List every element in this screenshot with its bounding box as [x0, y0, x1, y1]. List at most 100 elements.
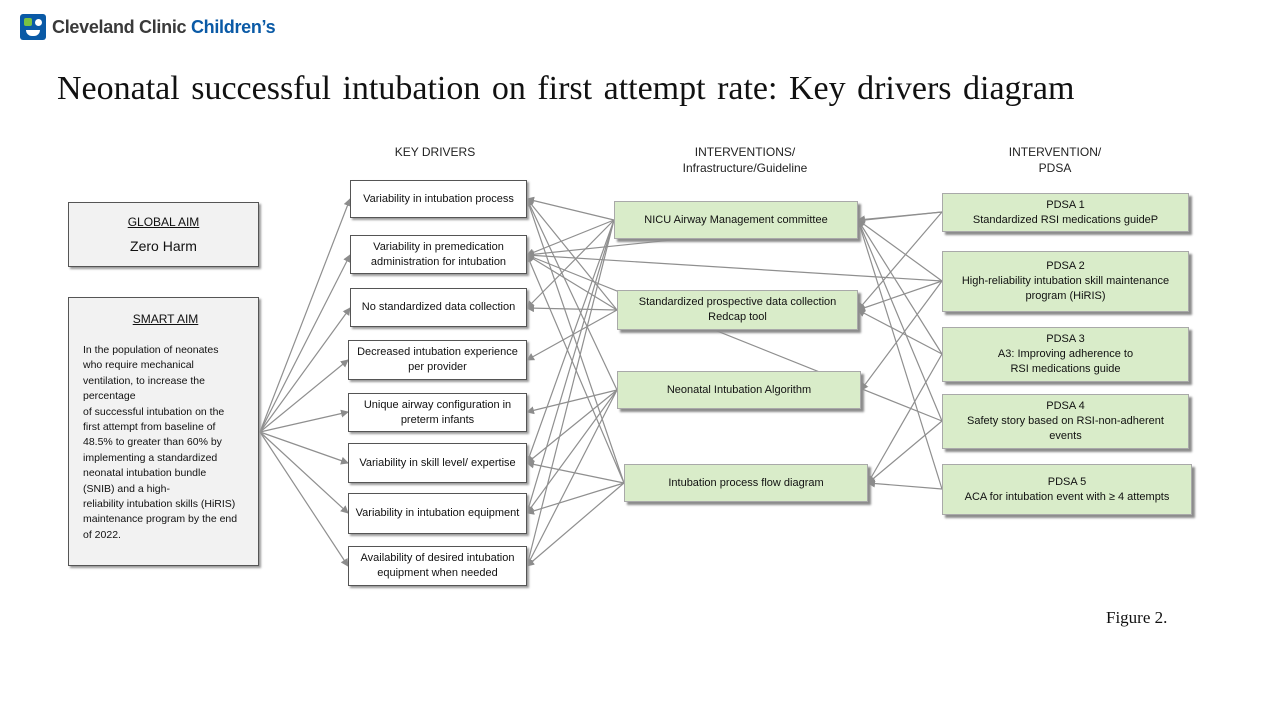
key-drivers-heading-text: KEY DRIVERS	[394, 145, 476, 159]
pdsa-box-4: PDSA 4 Safety story based on RSI-non-adhe…	[942, 394, 1189, 449]
driver-box-3: No standardized data collection	[350, 288, 527, 327]
intervention-to-driver-connector	[526, 219, 615, 309]
intervention-to-driver-connector	[526, 304, 618, 313]
intervention-to-driver-connector	[526, 254, 618, 311]
pdsa-text: Standardized RSI medications guideP	[972, 213, 1159, 226]
pdsa-to-intervention-connector	[856, 219, 943, 490]
intervention-to-driver-connector	[526, 389, 618, 415]
driver-box-7: Variability in intubation equipment	[348, 493, 527, 534]
intervention-to-driver-connector	[526, 254, 625, 484]
pdsa-title: PDSA 1	[1046, 198, 1085, 211]
pdsa-to-intervention-connector	[857, 219, 943, 355]
driver-box-5: Unique airway configuration in preterm i…	[348, 393, 527, 432]
aim-to-driver-connector	[259, 431, 349, 465]
aim-to-driver-connector	[259, 431, 349, 514]
intervention-label: Neonatal Intubation Algorithm	[666, 383, 812, 396]
pdsa-heading-line2: PDSA	[1038, 161, 1072, 175]
driver-label: Variability in skill level/ expertise	[359, 456, 516, 469]
global-aim-text: Zero Harm	[130, 238, 197, 254]
pdsa-to-intervention-connector	[867, 353, 943, 484]
pdsa-to-intervention-connector	[867, 420, 943, 484]
pdsa-title: PDSA 3	[1046, 333, 1085, 345]
pdsa-to-intervention-connector	[860, 280, 943, 391]
pdsa-text: High-reliability intubation skill mainte…	[961, 275, 1170, 302]
driver-box-8: Availability of desired intubation equip…	[348, 546, 527, 586]
pdsa-to-intervention-connector	[857, 211, 943, 311]
pdsa-text: Safety story based on RSI-non-adherent e…	[967, 415, 1164, 442]
interventions-heading-line1: INTERVENTIONS/	[694, 145, 796, 159]
logo-name-part1: Cleveland Clinic	[52, 16, 187, 37]
driver-label: Unique airway configuration in preterm i…	[363, 398, 512, 426]
logo-text: Cleveland Clinic Children’s	[52, 16, 276, 38]
page-title: Neonatal successful intubation on first …	[57, 70, 1075, 107]
pdsa-to-intervention-connector	[857, 219, 943, 282]
intervention-label: Standardized prospective data collection…	[638, 296, 837, 323]
logo: Cleveland Clinic Children’s	[20, 13, 276, 41]
pdsa-box-1: PDSA 1 Standardized RSI medications guide…	[942, 193, 1189, 232]
global-aim-box: GLOBAL AIM Zero Harm	[68, 202, 259, 267]
column-heading-pdsa: INTERVENTION/PDSA	[980, 144, 1130, 176]
driver-label: Variability in premedication administrat…	[370, 240, 507, 268]
intervention-to-driver-connector	[526, 219, 615, 257]
intervention-box-1: NICU Airway Management committee	[614, 201, 858, 239]
driver-box-2: Variability in premedication administrat…	[350, 235, 527, 274]
pdsa-text: ACA for intubation event with ≥ 4 attemp…	[964, 490, 1170, 503]
aim-to-driver-connector	[259, 198, 352, 433]
pdsa-title: PDSA 5	[1047, 475, 1087, 488]
column-heading-key-drivers: KEY DRIVERS	[370, 144, 500, 160]
driver-label: Decreased intubation experience per prov…	[357, 346, 518, 373]
intervention-to-driver-connector	[526, 309, 618, 361]
logo-name-part2: Children’s	[190, 16, 276, 37]
pdsa-to-driver-connector	[526, 251, 943, 282]
intervention-to-driver-connector	[526, 482, 625, 567]
aim-to-driver-connector	[259, 307, 351, 433]
intervention-to-driver-connector	[525, 219, 615, 464]
pdsa-to-driver-connector	[526, 253, 943, 422]
aim-to-driver-connector	[259, 409, 349, 433]
intervention-to-driver-connector	[526, 460, 625, 484]
intervention-to-driver-connector	[526, 389, 618, 567]
intervention-label: NICU Airway Management committee	[644, 213, 828, 226]
pdsa-title: PDSA 4	[1046, 400, 1085, 412]
pdsa-box-2: PDSA 2 High-reliability intubation skill …	[942, 251, 1189, 312]
pdsa-to-intervention-connector	[867, 479, 943, 490]
intervention-to-driver-connector	[526, 196, 615, 221]
aim-to-driver-connector	[259, 359, 349, 433]
intervention-to-driver-connector	[526, 389, 618, 464]
pdsa-box-3: PDSA 3 A3: Improving adherence to RSI med…	[942, 327, 1189, 382]
pdsa-heading-line1: INTERVENTION/	[1008, 145, 1102, 159]
pdsa-to-intervention-connector	[857, 309, 943, 355]
pdsa-to-intervention-connector	[857, 280, 943, 312]
column-heading-interventions: INTERVENTIONS/Infrastructure/Guideline	[650, 144, 840, 176]
pdsa-title: PDSA 2	[1046, 260, 1085, 272]
cleveland-clinic-childrens-logo-icon	[20, 14, 46, 40]
global-aim-heading: GLOBAL AIM	[127, 215, 200, 229]
intervention-box-3: Neonatal Intubation Algorithm	[617, 371, 861, 409]
smart-aim-heading: SMART AIM	[132, 312, 199, 326]
intervention-box-4: Intubation process flow diagram	[624, 464, 868, 502]
smart-aim-box: SMART AIM In the population of neonates …	[68, 297, 259, 566]
pdsa-to-intervention-connector	[857, 219, 943, 422]
pdsa-text: A3: Improving adherence to RSI medicatio…	[997, 348, 1134, 375]
smart-aim-text: In the population of neonates who requir…	[83, 344, 238, 541]
driver-label: Variability in intubation process	[363, 192, 514, 205]
figure-caption: Figure 2.	[1106, 608, 1168, 627]
driver-box-4: Decreased intubation experience per prov…	[348, 340, 527, 380]
intervention-box-2: Standardized prospective data collection…	[617, 290, 858, 330]
interventions-heading-line2: Infrastructure/Guideline	[682, 161, 808, 175]
intervention-label: Intubation process flow diagram	[668, 476, 824, 489]
intervention-to-driver-connector	[525, 219, 615, 514]
intervention-to-driver-connector	[525, 198, 625, 484]
aim-to-driver-connector	[259, 254, 351, 433]
intervention-to-driver-connector	[526, 482, 625, 515]
driver-box-1: Variability in intubation process	[350, 180, 527, 218]
driver-label: No standardized data collection	[361, 301, 516, 313]
aim-to-driver-connector	[259, 431, 349, 567]
driver-label: Variability in intubation equipment	[355, 507, 520, 519]
intervention-to-driver-connector	[526, 198, 618, 391]
driver-label: Availability of desired intubation equip…	[360, 552, 515, 579]
intervention-to-driver-connector	[526, 198, 618, 311]
driver-box-6: Variability in skill level/ expertise	[348, 443, 527, 483]
pdsa-box-5: PDSA 5 ACA for intubation event with ≥ 4 …	[942, 464, 1192, 515]
